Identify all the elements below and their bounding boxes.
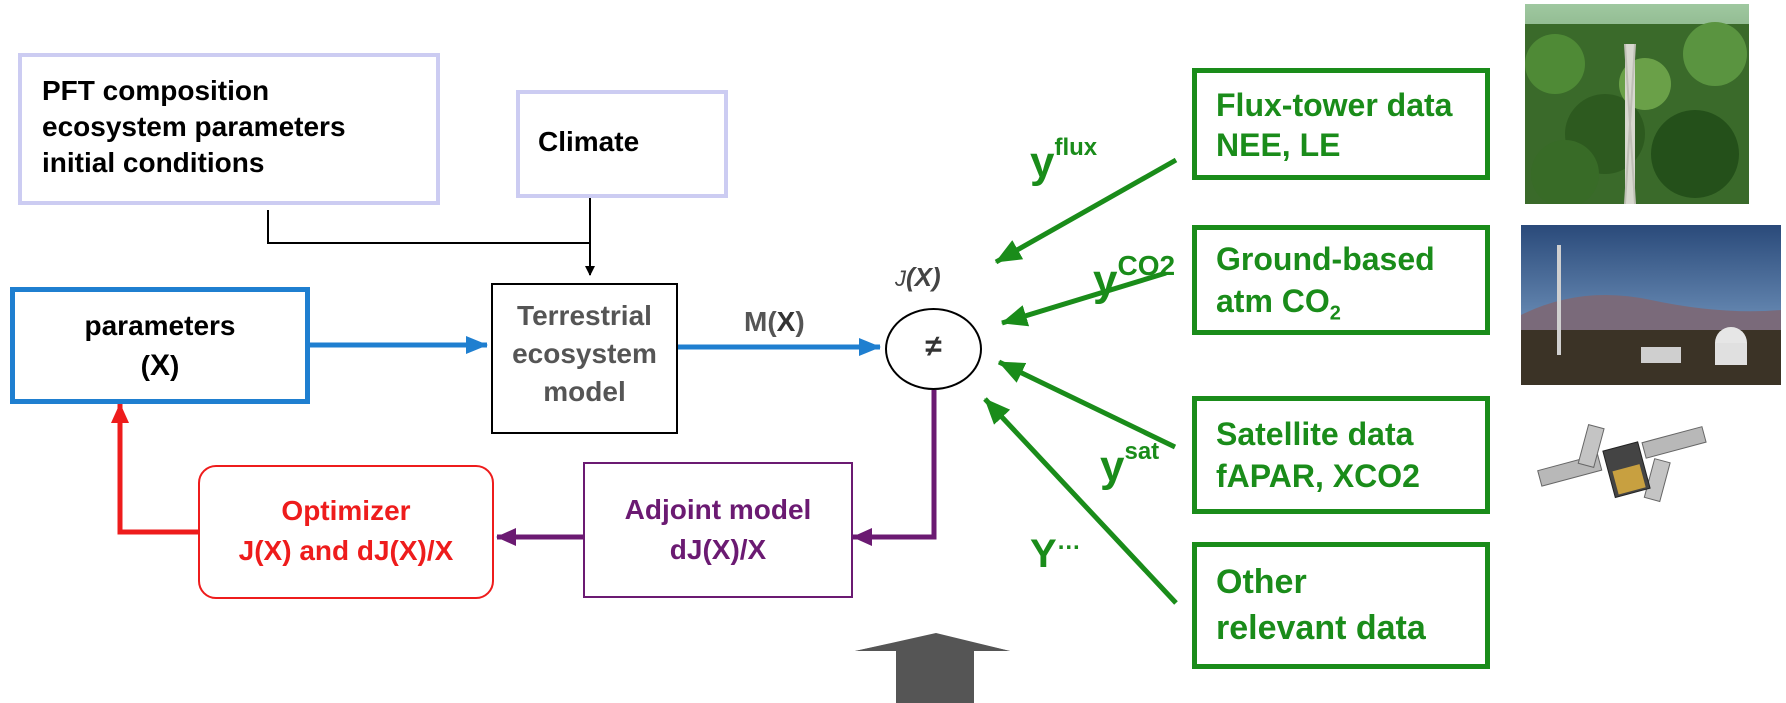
adjoint-model-box: Adjoint model dJ(X)/X <box>583 462 853 598</box>
flux-obs-arrow <box>994 157 1178 265</box>
y-other-label: Y… <box>1030 528 1081 576</box>
other-obs-arrow <box>983 397 1178 605</box>
pft-line-1: PFT composition <box>42 75 270 106</box>
optimizer-to-params-arrow <box>111 403 198 535</box>
y-flux-label: yflux <box>1030 134 1098 187</box>
model-line-2: ecosystem <box>512 338 657 369</box>
flux-tower-title: Flux-tower data <box>1216 87 1453 123</box>
ground-co2-title: Ground-based <box>1216 241 1435 277</box>
pft-box: PFT composition ecosystem parameters ini… <box>18 53 440 205</box>
sat-obs-arrow <box>997 359 1177 450</box>
adjoint-formula: dJ(X)/X <box>669 534 767 565</box>
cost-circle: ≠ <box>885 308 982 390</box>
cost-label: J(X) <box>895 262 941 292</box>
optimizer-formula: J(X) and dJ(X)/X <box>238 535 454 566</box>
other-data-title: Other <box>1216 563 1307 601</box>
co2-obs-arrow <box>1001 270 1167 327</box>
model-output-label: M(X) <box>744 306 805 337</box>
cost-to-adjoint-arrow <box>852 390 937 546</box>
satellite-vars: fAPAR, XCO2 <box>1216 458 1420 494</box>
ground-co2-box: Ground-based atm CO2 <box>1192 225 1490 335</box>
optimizer-box: Optimizer J(X) and dJ(X)/X <box>198 465 494 599</box>
ground-co2-vars: atm CO2 <box>1216 283 1341 325</box>
pft-line-2: ecosystem parameters <box>42 111 346 142</box>
inputs-connector <box>267 210 590 244</box>
satellite-photo <box>1537 424 1707 503</box>
terrestrial-model-box: Terrestrial ecosystem model <box>491 283 678 434</box>
other-data-box: Other relevant data <box>1192 542 1490 669</box>
satellite-title: Satellite data <box>1216 416 1414 452</box>
y-sat-label: ysat <box>1100 438 1160 491</box>
flux-tower-box: Flux-tower data NEE, LE <box>1192 68 1490 180</box>
parameters-box: parameters (X) <box>10 287 310 404</box>
flux-tower-photo <box>1525 4 1749 204</box>
flux-tower-vars: NEE, LE <box>1216 127 1341 163</box>
optimizer-title: Optimizer <box>281 495 411 526</box>
not-equal-symbol: ≠ <box>925 330 942 363</box>
satellite-box: Satellite data fAPAR, XCO2 <box>1192 396 1490 514</box>
climate-box: Climate <box>516 90 728 198</box>
adjoint-title: Adjoint model <box>624 494 812 525</box>
model-line-1: Terrestrial <box>517 300 652 331</box>
climate-label: Climate <box>538 126 640 157</box>
other-data-subtitle: relevant data <box>1216 609 1426 647</box>
parameters-symbol: (X) <box>140 349 180 382</box>
co2-station-photo <box>1521 225 1781 385</box>
pft-line-3: initial conditions <box>42 147 265 178</box>
model-line-3: model <box>543 376 626 407</box>
parameters-label: parameters <box>84 310 236 341</box>
y-co2-label: yCO2 <box>1093 250 1176 305</box>
